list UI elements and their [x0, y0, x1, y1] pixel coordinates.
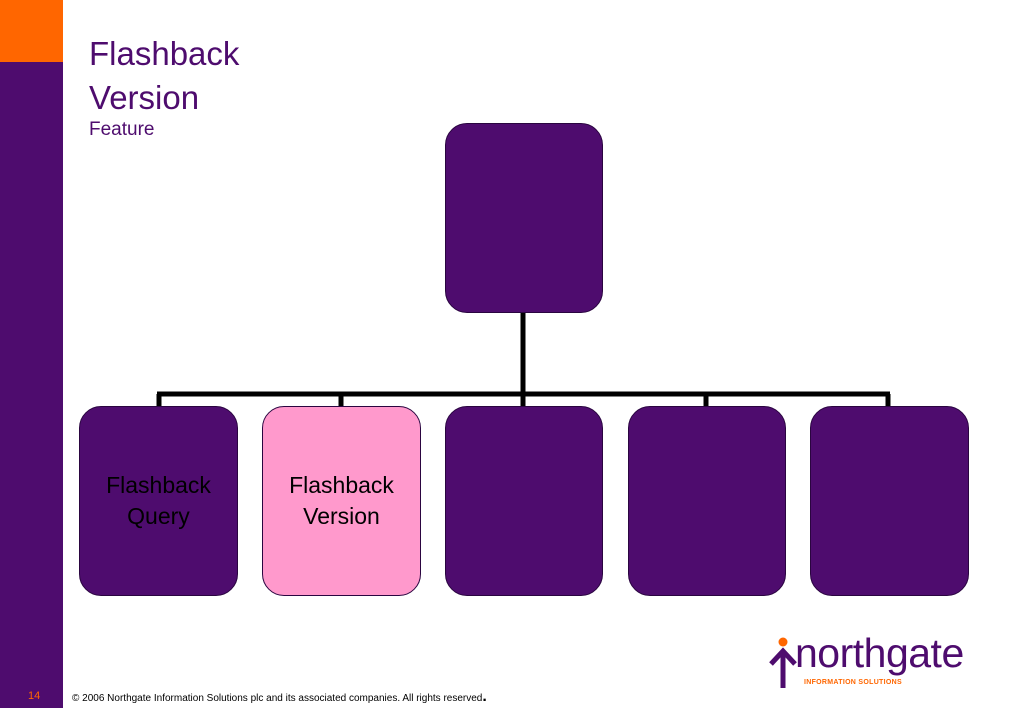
- logo-tagline: INFORMATION SOLUTIONS: [804, 679, 902, 686]
- copyright-dot: .: [482, 688, 487, 705]
- slide-title: Flashback Version: [89, 32, 239, 120]
- title-line-2: Version: [89, 79, 200, 116]
- child-node-label: Flashback Version: [289, 472, 394, 529]
- sidebar-band: [0, 0, 63, 708]
- root-node: [445, 123, 603, 313]
- child-node-flashback-version: Flashback Version: [262, 406, 421, 596]
- child-node-4: [628, 406, 786, 596]
- up-arrow-person-icon: [769, 637, 797, 688]
- child-node-5: [810, 406, 969, 596]
- northgate-logo: northgate INFORMATION SOLUTIONS: [768, 630, 1008, 692]
- copyright-footer: © 2006 Northgate Information Solutions p…: [72, 688, 487, 706]
- copyright-text: © 2006 Northgate Information Solutions p…: [72, 693, 483, 704]
- logo-wordmark: northgate: [795, 630, 964, 676]
- child-node-label: Flashback Query: [106, 472, 211, 529]
- child-node-3: [445, 406, 603, 596]
- title-line-1: Flashback: [89, 35, 240, 72]
- child-node-flashback-query: Flashback Query: [79, 406, 238, 596]
- page-number: 14: [28, 690, 41, 702]
- slide-subtitle: Feature: [89, 119, 155, 140]
- sidebar-accent-block: [0, 0, 63, 62]
